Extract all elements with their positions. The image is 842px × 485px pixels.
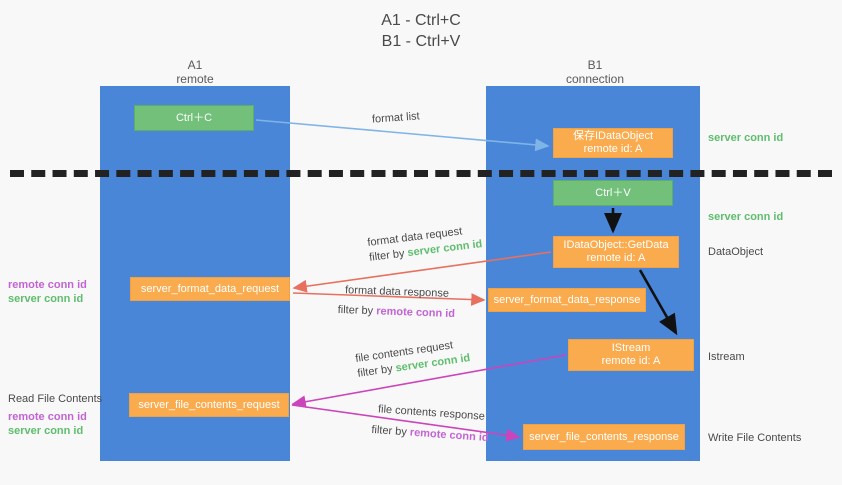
page-title: A1 - Ctrl+C B1 - Ctrl+V [0, 10, 842, 52]
column-b1-name: B1 [587, 58, 603, 72]
edge-label-file-contents-response-filter: filter by remote conn id [371, 423, 489, 446]
column-header-a1: A1 remote [130, 58, 260, 86]
box-server-file-contents-request[interactable]: server_file_contents_request [129, 393, 289, 417]
box-idataobject-getdata-title: IDataObject::GetData [563, 239, 669, 251]
edge-label-file-contents-response: file contents response filter by remote … [371, 402, 491, 446]
edge-label-format-data-request: format data request filter by server con… [367, 222, 484, 266]
title-line-1: A1 - Ctrl+C [381, 12, 461, 29]
edge-label-format-data-response: format data response filter by remote co… [337, 283, 456, 322]
box-idataobject-getdata-remote-id: remote id: A [586, 252, 646, 264]
box-idataobject-getdata[interactable]: IDataObject::GetData remote id: A [553, 236, 679, 268]
column-a1-name: A1 [187, 58, 203, 72]
phase-divider [10, 170, 832, 177]
filter-by-text: filter by [337, 303, 374, 318]
box-ctrl-c-label: Ctrl＋C [175, 111, 213, 124]
box-server-file-contents-response[interactable]: server_file_contents_response [523, 424, 685, 450]
annotation-data-object: DataObject [708, 246, 764, 258]
annotation-remote-conn-id: remote conn id [8, 279, 87, 291]
box-save-idataobject-remote-id: remote id: A [583, 143, 643, 155]
box-server-format-data-request-label: server_format_data_request [140, 282, 280, 295]
filter-by-text: filter by [356, 362, 394, 380]
annotation-conn-ids-lower: remote conn id server conn id [8, 410, 87, 438]
box-istream-remote-id: remote id: A [601, 355, 661, 367]
edge-label-file-contents-request: file contents request filter by server c… [354, 336, 471, 382]
annotation-read-file-contents: Read File Contents [8, 393, 103, 405]
column-b1-role: connection [565, 72, 625, 86]
edge-label-file-contents-response-text: file contents response [377, 403, 486, 423]
annotation-server-conn-id-top: server conn id [708, 132, 784, 144]
box-save-idataobject[interactable]: 保存IDataObject remote id: A [553, 128, 673, 158]
edge-label-format-list: format list [372, 109, 421, 127]
box-server-format-data-request[interactable]: server_format_data_request [130, 277, 290, 301]
box-ctrl-v-label: Ctrl＋V [595, 186, 631, 199]
box-istream-title: IStream [611, 342, 651, 354]
annotation-remote-conn-id: remote conn id [8, 411, 87, 423]
column-header-b1: B1 connection [530, 58, 660, 86]
edge-label-format-data-response-filter: filter by remote conn id [337, 303, 455, 322]
filter-remote-conn-id: remote conn id [376, 305, 456, 321]
box-server-format-data-response-label: server_format_data_response [493, 293, 641, 306]
box-save-idataobject-title: 保存IDataObject [572, 130, 654, 142]
annotation-server-conn-id-second: server conn id [708, 211, 784, 223]
box-server-format-data-response[interactable]: server_format_data_response [488, 288, 646, 312]
box-server-file-contents-request-label: server_file_contents_request [138, 398, 280, 411]
annotation-server-conn-id: server conn id [8, 293, 84, 305]
filter-by-text: filter by [368, 247, 406, 264]
filter-remote-conn-id: remote conn id [409, 426, 489, 445]
box-ctrl-c[interactable]: Ctrl＋C [134, 105, 254, 131]
annotation-server-conn-id: server conn id [8, 425, 84, 437]
box-istream[interactable]: IStream remote id: A [568, 339, 694, 371]
annotation-write-file-contents: Write File Contents [708, 432, 802, 444]
edge-label-format-data-response-text: format data response [344, 284, 450, 300]
box-ctrl-v[interactable]: Ctrl＋V [553, 180, 673, 206]
edge-label-format-list-text: format list [371, 110, 421, 126]
title-line-2: B1 - Ctrl+V [381, 33, 461, 50]
box-server-file-contents-response-label: server_file_contents_response [529, 430, 679, 443]
filter-by-text: filter by [371, 423, 408, 439]
column-a1-role: remote [176, 72, 214, 86]
annotation-conn-ids-upper: remote conn id server conn id [8, 278, 87, 306]
annotation-istream: Istream [708, 351, 745, 363]
